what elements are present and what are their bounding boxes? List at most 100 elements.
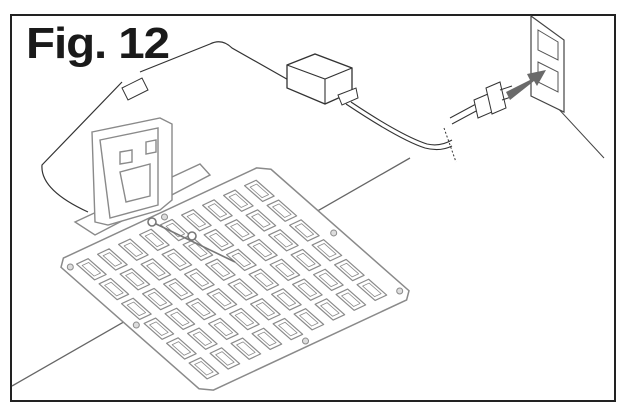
- plate-slot: [125, 272, 145, 287]
- plate-slot: [276, 292, 297, 307]
- plate-slot: [266, 199, 298, 222]
- plate-slot: [206, 288, 238, 311]
- plate-slot: [268, 229, 299, 252]
- plate-slot: [188, 242, 208, 258]
- plate-slot: [233, 282, 253, 297]
- plate-slot: [187, 327, 218, 350]
- plate-screw: [161, 213, 168, 221]
- figure-title: Fig. 12: [26, 19, 170, 68]
- plate-slot: [203, 228, 235, 252]
- plate-slot: [228, 193, 249, 208]
- plate-slot: [126, 301, 147, 317]
- plate-slot: [230, 223, 250, 238]
- plate-slot: [296, 252, 316, 268]
- plate-slot: [247, 238, 278, 262]
- plate-slot: [244, 179, 275, 203]
- plate-slot: [75, 258, 107, 281]
- plate-slot: [249, 183, 270, 199]
- figure-frame: [10, 14, 616, 402]
- plate-slot: [230, 337, 262, 360]
- plate-slot: [185, 297, 217, 321]
- plate-slot: [362, 282, 382, 298]
- plate-slot: [311, 239, 343, 262]
- plate-slot: [236, 341, 256, 356]
- plate-slot: [294, 223, 315, 238]
- plate-slot: [335, 288, 367, 311]
- power-adapter: [286, 53, 359, 106]
- plate-slot: [231, 252, 252, 268]
- charging-station-dock: [73, 117, 212, 236]
- plate-slot: [234, 311, 255, 327]
- plate-slot: [81, 262, 102, 277]
- plate-slot: [257, 331, 277, 347]
- plate-slot: [251, 327, 283, 351]
- wall-outlet: [530, 14, 565, 113]
- plate-slot: [210, 262, 231, 277]
- plate-slot: [170, 311, 190, 327]
- plate-slot: [209, 232, 229, 248]
- plate-slot: [275, 262, 295, 278]
- plate-slot: [272, 203, 292, 218]
- insert-arrow-icon: [506, 70, 546, 100]
- plate-screw: [302, 337, 309, 345]
- plate-slot: [161, 248, 193, 271]
- plate-slot: [181, 209, 212, 232]
- plate-slot: [229, 307, 260, 331]
- plate-slot: [356, 278, 388, 302]
- plug-cord: [449, 103, 479, 125]
- plate-slot: [96, 248, 128, 271]
- plate-slot: [271, 288, 302, 311]
- plate-screw: [330, 229, 338, 237]
- plate-slot: [334, 258, 365, 282]
- plate-slot: [120, 297, 152, 321]
- plate-slot: [202, 199, 233, 222]
- plate-slot: [297, 282, 318, 297]
- plate-slot: [188, 357, 220, 380]
- plate-slot: [248, 268, 280, 291]
- plate-slot: [143, 317, 175, 340]
- plate-slot: [147, 291, 168, 307]
- plate-slot: [167, 252, 187, 267]
- plate-slot: [273, 233, 294, 248]
- plate-slot: [164, 307, 196, 331]
- plate-slot: [102, 252, 123, 267]
- plate-slot: [318, 272, 339, 288]
- plate-slot: [224, 219, 256, 242]
- plate-slot: [251, 213, 271, 228]
- plate-slot: [317, 243, 337, 258]
- plate-slot: [320, 302, 340, 317]
- plate-slot: [208, 317, 239, 341]
- low-voltage-cable: [41, 41, 293, 213]
- plate-slot: [293, 308, 325, 331]
- plate-slot: [98, 277, 130, 301]
- cord-break-mark: [443, 127, 457, 163]
- plate-slot: [226, 248, 257, 272]
- plate-screw: [66, 263, 74, 271]
- plate-slot: [209, 347, 241, 370]
- power-plug: [473, 81, 515, 119]
- plate-slot: [290, 248, 322, 272]
- plate-slot: [194, 361, 214, 376]
- plate-slot: [140, 258, 172, 281]
- plate-slot: [123, 242, 144, 257]
- plate-slot: [207, 203, 228, 218]
- plate-slot: [223, 189, 254, 212]
- plate-slot: [252, 242, 273, 258]
- plate-slot: [289, 219, 320, 242]
- plate-slot: [278, 321, 298, 337]
- plate-slot: [119, 268, 151, 291]
- plate-slot: [292, 278, 323, 301]
- plate-slot: [299, 312, 319, 327]
- plate-slot: [104, 281, 124, 297]
- plate-slot: [191, 301, 211, 317]
- plate-slot: [189, 272, 210, 287]
- plate-slot: [254, 272, 274, 287]
- plate-slot: [163, 278, 194, 301]
- ferrite-bead: [121, 77, 149, 101]
- plate-slot: [255, 302, 276, 317]
- dock-contacts: [147, 217, 236, 263]
- plate-slot: [339, 262, 360, 278]
- plate-slot: [142, 287, 173, 311]
- plate-slot: [144, 232, 165, 248]
